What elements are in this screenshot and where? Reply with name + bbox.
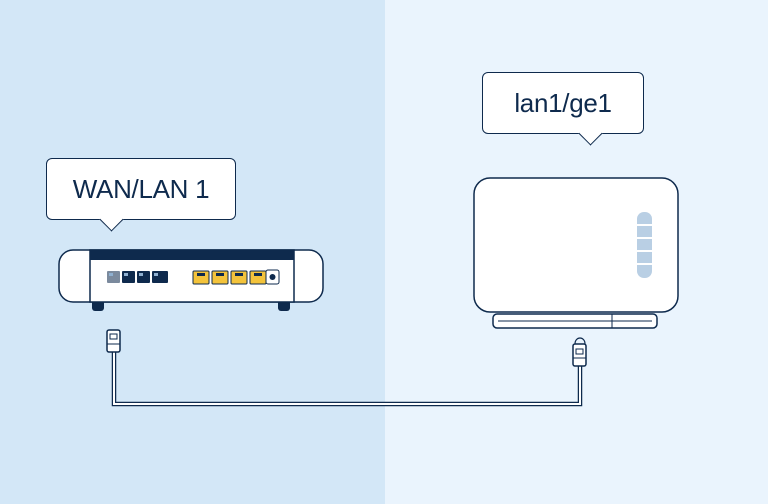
router-port-lan-2	[211, 270, 229, 285]
ethernet-plug-repeater	[572, 337, 587, 367]
router-device	[58, 249, 324, 311]
router-port-wan	[122, 271, 135, 283]
repeater-port-label: lan1/ge1	[514, 87, 612, 118]
router-port-label: WAN/LAN 1	[72, 173, 210, 204]
router-port-phone-2	[152, 271, 168, 283]
router-port-dsl	[107, 271, 120, 283]
router-port-lan-4	[249, 270, 267, 285]
repeater-device	[473, 177, 679, 329]
router-port-lan-3	[230, 270, 248, 285]
repeater-body	[473, 177, 679, 313]
router-top-band	[90, 250, 294, 260]
router-port-lan-1	[192, 270, 210, 285]
ethernet-cable	[111, 345, 583, 407]
repeater-led-bar	[637, 212, 652, 278]
ethernet-plug-router	[106, 329, 121, 353]
router-port-phone-1	[137, 271, 150, 283]
repeater-port-callout: lan1/ge1	[482, 72, 644, 146]
router-port-callout: WAN/LAN 1	[46, 158, 236, 232]
